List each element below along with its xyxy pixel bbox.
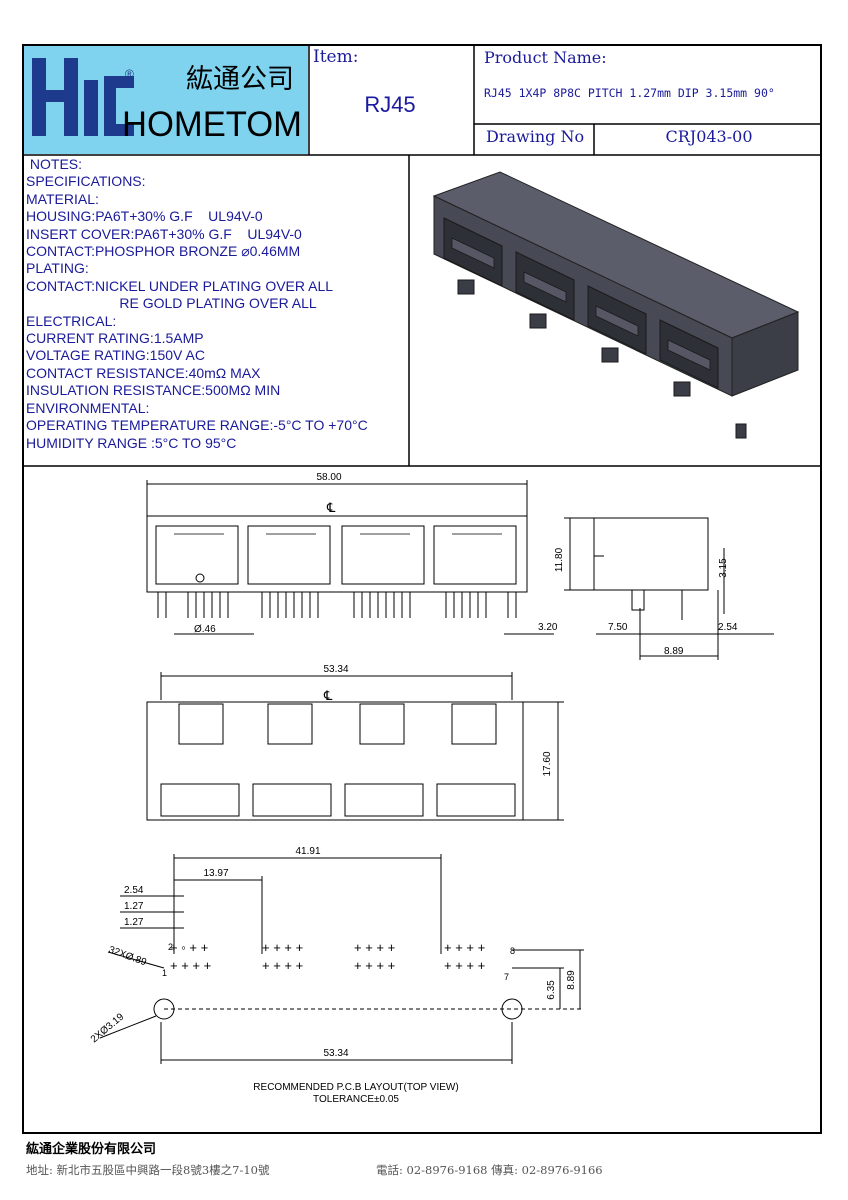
svg-text:+ + + +: + + + + (262, 940, 303, 955)
company-address: 地址: 新北市五股區中興路一段8號3樓之7-10號 (26, 1163, 270, 1177)
note-line: INSULATION RESISTANCE:500MΩ MIN (26, 382, 281, 399)
dim-side-d1: 7.50 (608, 622, 628, 633)
svg-text:+ + + +: + + + + (170, 958, 211, 973)
drawing-frame (22, 44, 822, 1134)
centerline-mark-top: ℄ (323, 688, 333, 703)
dim-top-width: 53.34 (323, 664, 348, 675)
svg-text:®: ® (125, 67, 134, 81)
dim-pcb-holes: 32XØ.89 (107, 944, 148, 968)
connector-3d-render (432, 171, 800, 439)
dim-pcb-pitch: 13.97 (203, 868, 228, 879)
dim-mount-holes: 2XØ3.19 (89, 1011, 127, 1045)
front-view: 58.00 ℄ (146, 472, 558, 635)
svg-text:+ + + +: + + + + (262, 958, 303, 973)
dim-pcb-254: 2.54 (124, 885, 144, 896)
dim-pcb-127b: 1.27 (124, 917, 144, 928)
note-line: RE GOLD PLATING OVER ALL (26, 295, 317, 312)
product-name-value: RJ45 1X4P 8P8C PITCH 1.27mm DIP 3.15mm 9… (484, 86, 775, 100)
dim-pcb-127a: 1.27 (124, 901, 144, 912)
pcb-tolerance: TOLERANCE±0.05 (313, 1094, 399, 1105)
svg-text:+ ◦ + +: + ◦ + + (170, 940, 208, 955)
top-view: 53.34 ℄ 17.60 (146, 664, 564, 821)
pin-label-1: 1 (162, 968, 167, 978)
svg-text:+ + + +: + + + + (354, 958, 395, 973)
pin-label-7: 7 (504, 972, 509, 982)
side-view: 11.80 3.15 7.50 2.54 8.89 (554, 517, 774, 660)
item-value: RJ45 (364, 92, 416, 117)
pin-label-8: 8 (510, 946, 515, 956)
note-line: CONTACT:NICKEL UNDER PLATING OVER ALL (26, 277, 334, 294)
note-line: CONTACT RESISTANCE:40mΩ MAX (26, 364, 261, 381)
note-line: HOUSING:PA6T+30% G.F UL94V-0 (26, 208, 263, 225)
pcb-layout: 41.91 13.97 2.54 1.27 1.27 32XØ.89 + ◦ +… (89, 846, 584, 1105)
dim-pcb-889: 8.89 (566, 970, 577, 990)
note-line: INSERT COVER:PA6T+30% G.F UL94V-0 (26, 225, 302, 242)
company-name: 紘通企業股份有限公司 (26, 1142, 157, 1157)
company-logo: ® 紘通公司 HOMETOM (24, 46, 308, 154)
note-line: CURRENT RATING:1.5AMP (26, 330, 204, 347)
engineering-drawing: 58.00 ℄ (89, 472, 774, 1105)
svg-text:+ + + +: + + + + (444, 940, 485, 955)
dim-pin-dia: Ø.46 (194, 624, 216, 635)
note-line: SPECIFICATIONS: (26, 173, 146, 190)
dim-side-d3: 8.89 (664, 646, 684, 657)
item-label: Item: (313, 47, 359, 67)
note-line: CONTACT:PHOSPHOR BRONZE ⌀0.46MM (26, 243, 301, 260)
note-line: OPERATING TEMPERATURE RANGE:-5°C TO +70°… (26, 417, 368, 434)
centerline-mark: ℄ (326, 500, 336, 515)
svg-text:紘通公司: 紘通公司 (186, 64, 294, 94)
product-name-label: Product Name: (484, 48, 607, 67)
company-phone: 電話: 02-8976-9168 傳真: 02-8976-9166 (376, 1163, 603, 1177)
dim-side-height: 11.80 (554, 547, 565, 572)
svg-text:+ + + +: + + + + (444, 958, 485, 973)
svg-text:HOMETOM: HOMETOM (122, 105, 302, 144)
note-line: VOLTAGE RATING:150V AC (26, 347, 205, 364)
dim-pin-length: 3.15 (718, 558, 729, 578)
note-line: HUMIDITY RANGE :5°C TO 95°C (26, 434, 237, 451)
note-line: NOTES: (26, 156, 83, 172)
dim-pcb-635: 6.35 (546, 980, 557, 1000)
dim-front-offset: 3.20 (538, 622, 558, 633)
pcb-layout-title: RECOMMENDED P.C.B LAYOUT(TOP VIEW) (253, 1082, 458, 1093)
pin-label-2: 2 (168, 942, 173, 952)
note-line: ENVIRONMENTAL: (26, 399, 150, 416)
spec-notes: NOTES: SPECIFICATIONS: MATERIAL: HOUSING… (26, 156, 410, 452)
note-line: MATERIAL: (26, 190, 99, 207)
dim-pcb-span: 41.91 (295, 846, 320, 857)
svg-text:+ + + +: + + + + (354, 940, 395, 955)
dim-pcb-width: 53.34 (323, 1048, 348, 1059)
drawing-no-value: CRJ043-00 (665, 127, 753, 146)
drawing-no-label: Drawing No (486, 127, 585, 146)
note-line: ELECTRICAL: (26, 312, 117, 329)
note-line: PLATING: (26, 260, 89, 277)
dim-front-width: 58.00 (316, 472, 341, 483)
dim-side-d2: 2.54 (718, 622, 738, 633)
dim-top-depth: 17.60 (542, 751, 553, 776)
